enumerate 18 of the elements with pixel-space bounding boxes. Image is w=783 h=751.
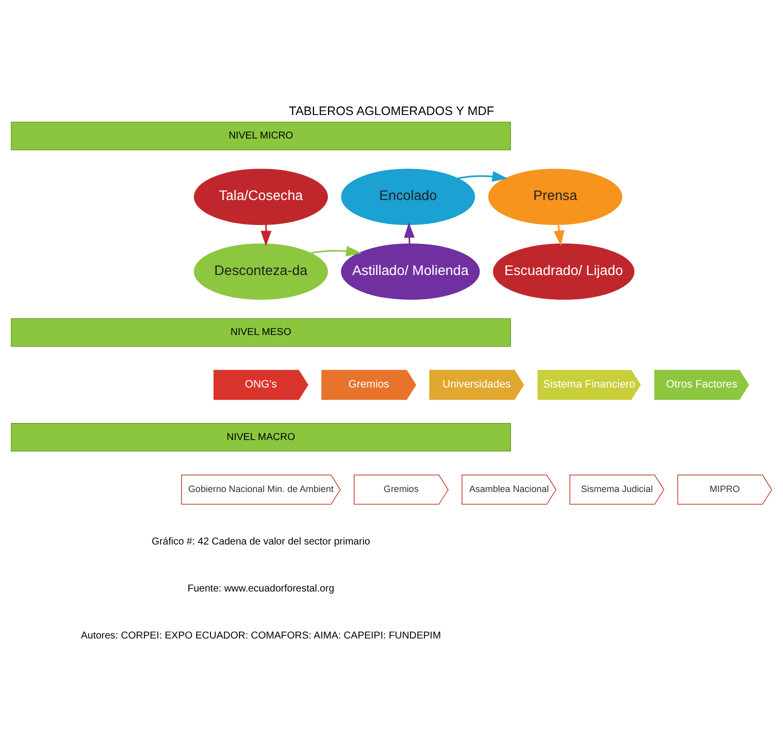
arrow [458, 170, 508, 182]
diagram-title: TABLEROS AGLOMERADOS Y MDF [288, 104, 494, 118]
node-ellipse: Escuadrado/ Lijado [492, 242, 634, 300]
caption: Gráfico #: 42 Cadena de valor del sector primario [152, 536, 370, 548]
node-box: NIVEL MACRO [10, 422, 511, 451]
label: Autores: CORPEI: EXPO ECUADOR: COMAFORS: AIMA: CAPEIPI: FUNDEPIM [80, 630, 441, 642]
node-ellipse: Tala/Cosecha [194, 168, 328, 224]
arrow [554, 224, 564, 246]
node-ellipse: Desconteza-da [194, 242, 328, 300]
node-ellipse: Prensa [488, 168, 622, 224]
arrow [260, 224, 272, 246]
label: Fuente: www.ecuadorforestal.org [188, 583, 334, 594]
node-ellipse: Encolado [341, 168, 476, 224]
node-ellipse: Astillado/ Molienda [340, 242, 480, 300]
arrow [310, 245, 362, 256]
node-box: NIVEL MESO [10, 318, 511, 346]
node-box: NIVEL MICRO [10, 121, 511, 150]
arrow [404, 222, 415, 244]
